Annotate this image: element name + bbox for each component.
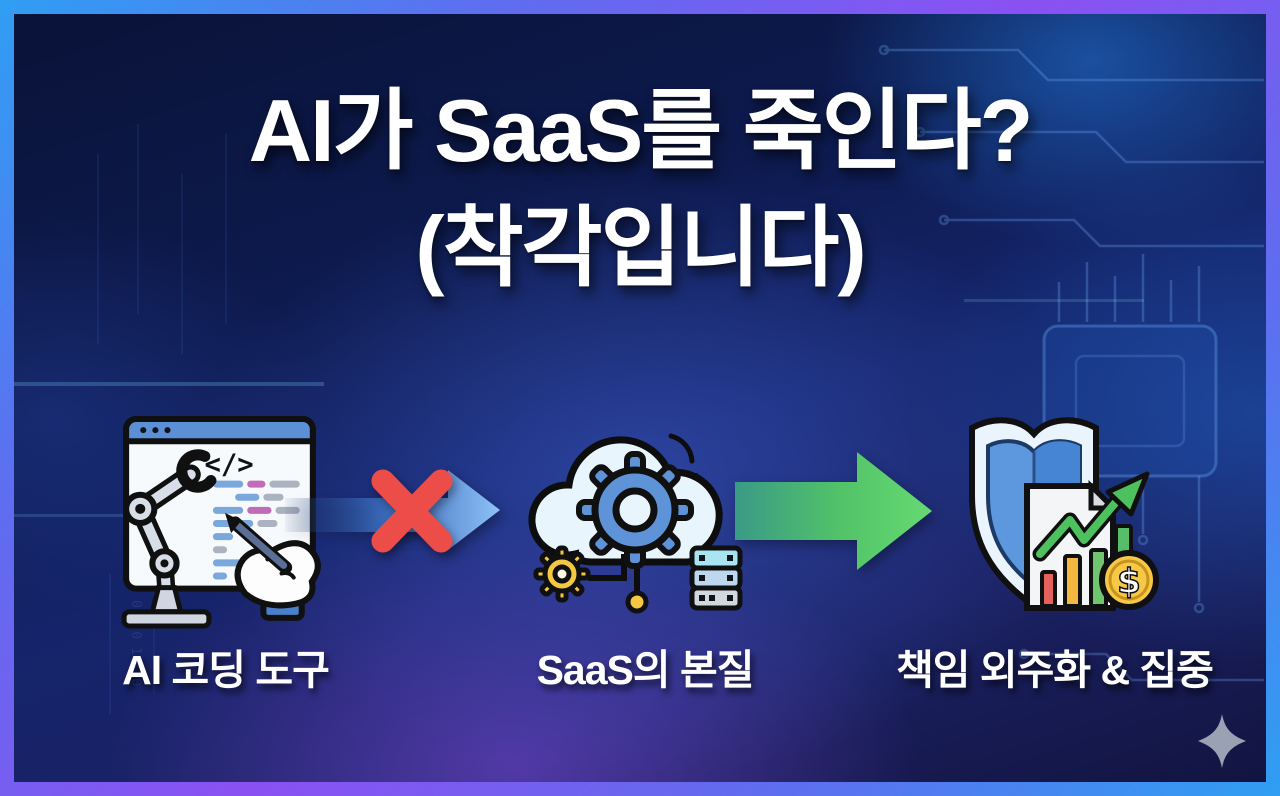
- server-stack: [689, 545, 743, 611]
- title-line-2: (착각입니다): [415, 198, 866, 298]
- small-gear: [533, 545, 591, 603]
- green-arrow-icon: [735, 448, 960, 574]
- poster-background: [14, 14, 1266, 782]
- svg-text:$: $: [1117, 562, 1141, 602]
- hand-with-pen: [225, 512, 321, 621]
- item-label-saas-essence: SaaS의 본질: [536, 647, 755, 693]
- title-line-1: AI가 SaaS를 죽인다?: [248, 81, 1034, 180]
- big-gear: [576, 451, 694, 569]
- dollar-coin: $: [1099, 550, 1159, 610]
- red-x-icon: [368, 466, 456, 556]
- robot-arm: [121, 449, 217, 629]
- item-label-ai-coding-tool: AI 코딩 도구: [122, 647, 330, 693]
- item-label-outsourcing-focus: 책임 외주화 & 집중: [896, 647, 1214, 693]
- ai-coding-robot-window-icon: </>: [116, 416, 328, 630]
- main-title: AI가 SaaS를 죽인다? (착각입니다): [0, 72, 1280, 306]
- shield-growth-chart-coin-icon: $: [948, 404, 1170, 622]
- cloud-gear-server-icon: [528, 402, 746, 618]
- sparkle-icon: [1196, 712, 1248, 770]
